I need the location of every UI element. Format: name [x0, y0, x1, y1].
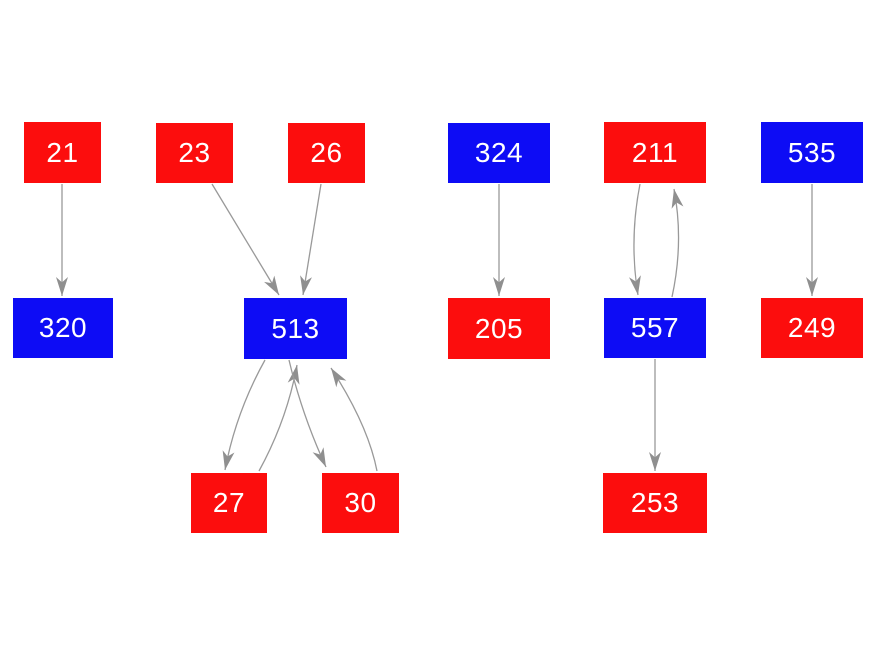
- arrowhead-535-249: [806, 277, 818, 296]
- edge-27-513: [258, 364, 298, 472]
- node-513: 513: [244, 298, 347, 359]
- node-label: 513: [271, 312, 320, 344]
- node-label: 324: [474, 137, 524, 168]
- node-label: 253: [630, 487, 680, 518]
- node-label: 26: [310, 137, 343, 168]
- node-30: 30: [322, 473, 399, 533]
- arrowhead-557-211: [671, 189, 684, 209]
- node-26: 26: [288, 123, 365, 183]
- node-23: 23: [156, 123, 233, 183]
- arrowhead-513-27: [222, 450, 235, 470]
- node-557: 557: [604, 298, 706, 358]
- node-249: 249: [761, 298, 863, 358]
- node-label: 211: [631, 136, 679, 168]
- node-253: 253: [603, 473, 707, 533]
- node-label: 23: [178, 137, 211, 168]
- node-205: 205: [448, 298, 550, 359]
- edge-23-513: [211, 183, 280, 296]
- node-label: 535: [787, 136, 837, 168]
- node-320: 320: [13, 298, 113, 358]
- arrowhead-557-253: [649, 452, 661, 471]
- edge-30-513: [330, 367, 378, 472]
- node-label: 557: [630, 312, 680, 343]
- node-324: 324: [448, 123, 550, 183]
- arrowhead-324-205: [493, 277, 505, 296]
- arrowhead-211-557: [629, 275, 641, 295]
- node-535: 535: [761, 122, 863, 183]
- node-211: 211: [604, 122, 706, 183]
- arrowhead-26-513: [300, 275, 312, 295]
- arrowhead-27-513: [287, 365, 300, 385]
- node-label: 27: [212, 487, 246, 518]
- node-label: 30: [344, 487, 377, 518]
- arrowhead-23-513: [264, 275, 279, 295]
- node-label: 249: [787, 312, 837, 343]
- arrowhead-30-513: [331, 368, 347, 388]
- node-label: 205: [474, 312, 524, 344]
- node-label: 21: [46, 136, 79, 168]
- edge-513-27: [224, 359, 266, 471]
- node-21: 21: [24, 122, 101, 183]
- edge-26-513: [302, 183, 322, 296]
- node-27: 27: [191, 473, 267, 533]
- arrowhead-21-320: [56, 277, 68, 296]
- node-label: 320: [38, 312, 88, 343]
- arrowhead-513-30: [312, 447, 326, 467]
